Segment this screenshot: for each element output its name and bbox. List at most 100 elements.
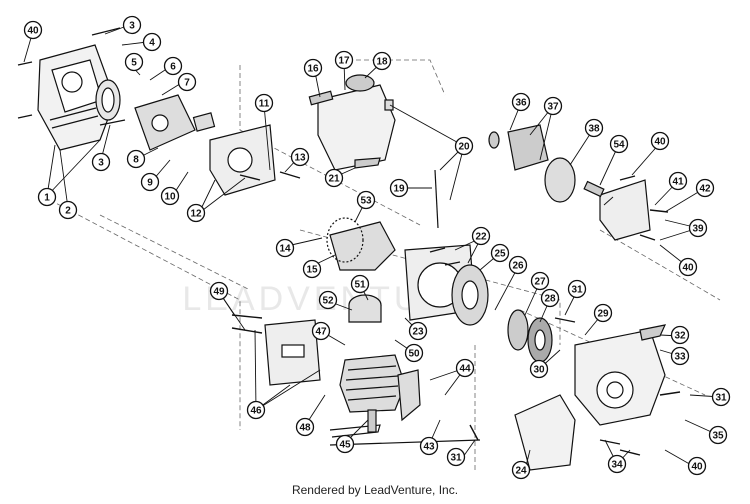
shroud [514,394,576,471]
callout-p48: 48 [295,417,315,437]
callout-p18: 18 [372,51,392,71]
callout-circle [508,255,528,275]
callout-p19: 19 [389,178,409,198]
callout-circle [490,243,510,263]
callout-p11: 11 [254,93,274,113]
callout-number: 33 [674,352,686,363]
callout-circle [540,288,560,308]
callout-number: 17 [338,56,350,67]
callout-circle [389,178,409,198]
callout-circle [670,346,690,366]
callout-number: 9 [147,178,153,189]
callout-p54: 54 [609,134,629,154]
callout-p2: 2 [58,200,78,220]
callout-p20: 20 [454,136,474,156]
callout-circle [295,417,315,437]
callout-p40d: 40 [687,456,707,476]
clutch-drum [507,309,529,351]
callout-number: 53 [360,196,372,207]
callout-circle [419,436,439,456]
callout-p37: 37 [543,96,563,116]
fuel-tank [317,84,396,171]
callout-number: 25 [494,249,506,260]
callout-circle [303,58,323,78]
callout-number: 46 [250,406,262,417]
callout-circle [324,168,344,188]
callout-number: 44 [459,364,471,375]
callout-number: 26 [512,261,524,272]
callout-circle [668,171,688,191]
callout-circle [446,447,466,467]
callout-circle [335,434,355,454]
callout-circle [511,92,531,112]
callout-circle [160,186,180,206]
callout-number: 2 [65,206,71,217]
callout-p30: 30 [529,359,549,379]
callout-circle [584,118,604,138]
callout-p26: 26 [508,255,528,275]
callout-circle [593,303,613,323]
callout-p52: 52 [318,290,338,310]
callout-circle [254,93,274,113]
callout-circle [177,72,197,92]
footer-credit: Rendered by LeadVenture, Inc. [291,483,459,497]
callout-circle [302,259,322,279]
callout-circle [209,281,229,301]
callout-number: 8 [133,155,139,166]
callout-circle [350,274,370,294]
callout-number: 35 [712,431,724,442]
callout-circle [122,15,142,35]
ignition-coil [397,369,421,422]
callout-p40a: 40 [23,20,43,40]
callout-p49: 49 [209,281,229,301]
callout-circle [290,147,310,167]
callout-circle [609,134,629,154]
callout-number: 37 [547,102,559,113]
callout-circle [607,454,627,474]
callout-p41: 41 [668,171,688,191]
callout-p47: 47 [311,321,331,341]
callout-circle [37,187,57,207]
callout-number: 23 [412,327,424,338]
callout-circle [372,51,392,71]
callout-number: 40 [682,263,694,274]
cylinder [339,354,406,413]
callout-circle [140,172,160,192]
callout-circle [454,136,474,156]
callout-circle [23,20,43,40]
callout-p24: 24 [511,460,531,480]
callout-p31a: 31 [567,279,587,299]
callout-p3a: 3 [122,15,142,35]
callout-circle [670,325,690,345]
callout-p9: 9 [140,172,160,192]
callout-p7: 7 [177,72,197,92]
callout-circle [695,178,715,198]
callout-circle [650,131,670,151]
callout-number: 32 [674,331,686,342]
callout-circle [186,203,206,223]
callout-p16: 16 [303,58,323,78]
callout-p8: 8 [126,149,146,169]
fasteners [17,27,681,456]
ignition-module [329,221,396,271]
callout-number: 30 [533,365,545,376]
callout-number: 28 [544,294,556,305]
callout-circle [688,218,708,238]
callout-circle [678,257,698,277]
callout-number: 3 [98,158,104,169]
callout-number: 52 [322,296,334,307]
callout-p22: 22 [471,226,491,246]
callout-number: 18 [376,57,388,68]
callout-number: 11 [259,99,270,110]
callout-p4: 4 [142,32,162,52]
callout-circle [530,271,550,291]
callout-number: 29 [597,309,609,320]
callout-number: 43 [423,442,435,453]
callout-number: 3 [129,21,135,32]
callout-number: 1 [44,193,50,204]
callout-p25: 25 [490,243,510,263]
callout-p38: 38 [584,118,604,138]
callout-number: 41 [672,177,684,188]
callout-number: 15 [306,265,318,276]
